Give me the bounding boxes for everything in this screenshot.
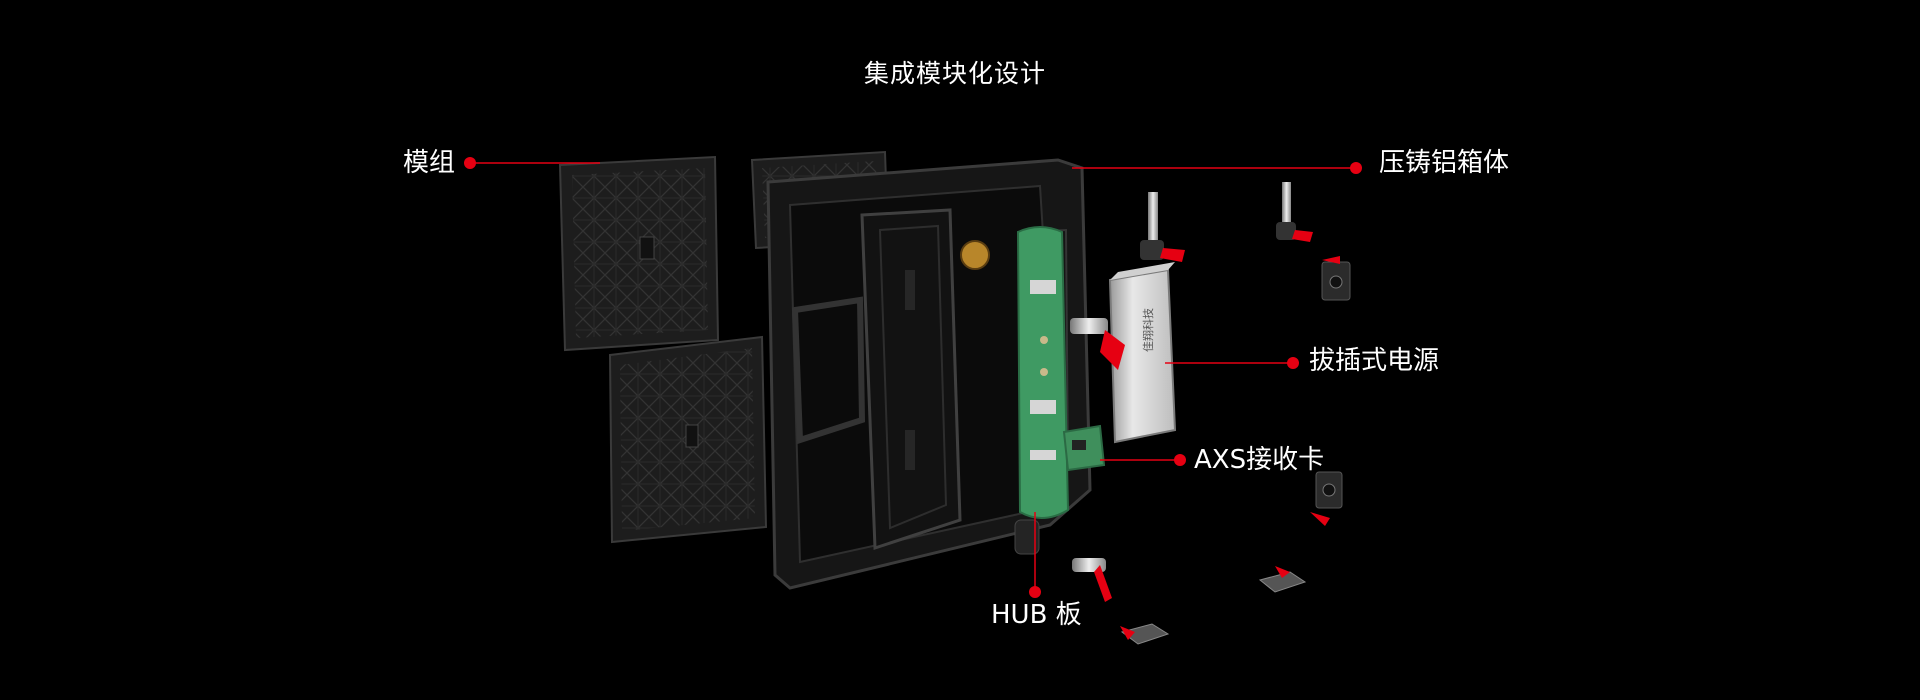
psu-brand-text: 佳翔科技 — [1141, 308, 1155, 352]
module-panel-top-left — [558, 155, 720, 352]
plug-in-power-supply: 佳翔科技 — [1108, 262, 1177, 444]
callout-axs-card-label: AXS接收卡 — [1194, 445, 1325, 475]
callout-cabinet-label: 压铸铝箱体 — [1379, 148, 1510, 178]
callout-module-label: 模组 — [403, 148, 456, 178]
hub-board — [1016, 226, 1070, 519]
page-title: 集成模块化设计 — [863, 59, 1046, 88]
module-panel-bottom-left — [608, 335, 768, 544]
latch-plates — [1120, 256, 1351, 645]
lock-bolts — [1070, 182, 1313, 602]
axs-receiving-card — [1062, 424, 1106, 472]
callout-hub-board-label: HUB 板 — [991, 600, 1082, 630]
callout-lines — [464, 157, 1362, 598]
callout-power-supply-label: 拔插式电源 — [1309, 346, 1440, 376]
